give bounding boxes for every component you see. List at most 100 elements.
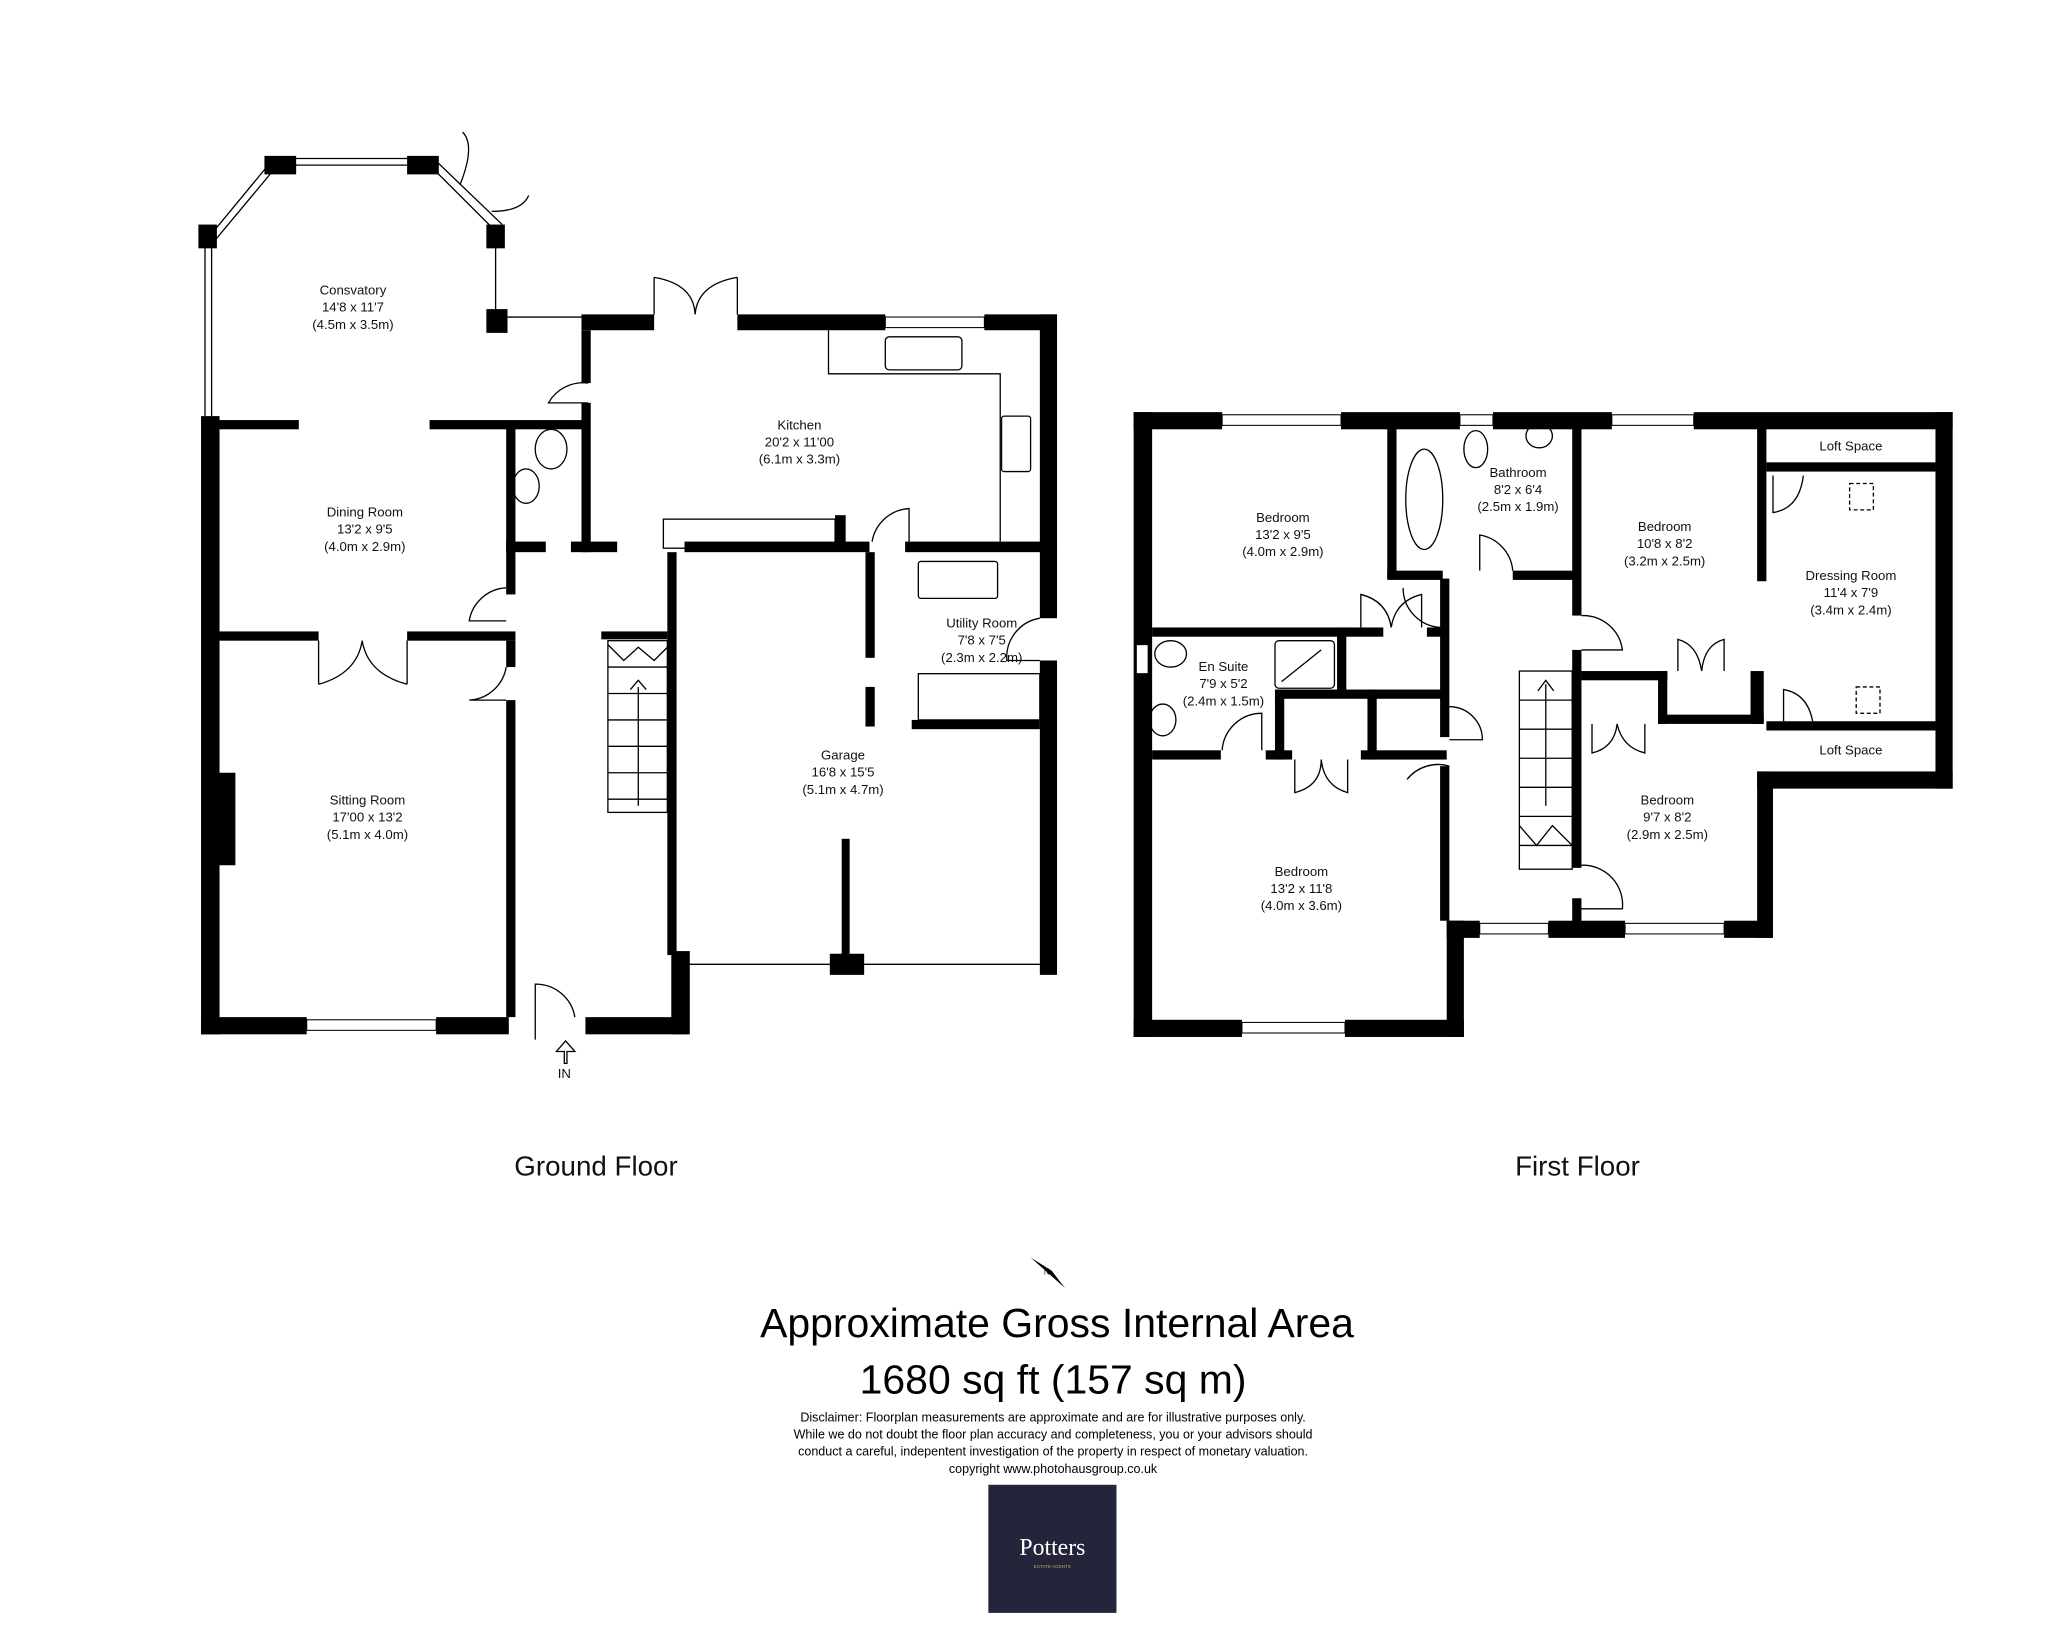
room-name: Garage	[821, 748, 865, 763]
wall	[1724, 920, 1773, 938]
door	[1406, 763, 1450, 780]
wall	[1766, 462, 1936, 472]
kitchen-counter	[827, 330, 1001, 542]
area-title: Approximate Gross Internal Area	[760, 1300, 1354, 1346]
wall	[1344, 1019, 1464, 1037]
toilet-icon	[1154, 640, 1188, 668]
room-size-metric: (2.5m x 1.9m)	[1477, 499, 1558, 514]
wall	[506, 541, 546, 553]
wall	[436, 1017, 509, 1035]
room-size-metric: (4.5m x 3.5m)	[312, 317, 393, 332]
wall	[1572, 649, 1582, 868]
room-name: En Suite	[1199, 659, 1249, 674]
room-size-imperial: 13'2 x 9'5	[1255, 527, 1311, 542]
wall	[1572, 420, 1582, 616]
wall	[601, 631, 668, 640]
door	[1782, 688, 1814, 722]
wall	[1387, 570, 1443, 580]
wall	[1440, 578, 1450, 738]
room-size-imperial: 13'2 x 9'5	[337, 522, 393, 537]
wall	[667, 552, 677, 956]
sink-icon	[917, 560, 999, 600]
door	[1402, 587, 1441, 629]
copyright: copyright www.photohausgroup.co.uk	[949, 1462, 1158, 1476]
first-floor-title: First Floor	[1515, 1151, 1640, 1182]
room-size-imperial: 11'4 x 7'9	[1824, 585, 1879, 600]
entrance-door	[534, 983, 576, 1040]
room-name: Loft Space	[1819, 438, 1882, 453]
wall	[585, 1017, 688, 1035]
room-size-metric: (2.4m x 1.5m)	[1183, 693, 1264, 708]
wall	[835, 515, 846, 549]
compass-icon: N	[1030, 1257, 1065, 1288]
wall	[1133, 412, 1153, 1037]
room-size-metric: (2.3m x 2.2m)	[941, 650, 1022, 665]
room-size-imperial: 16'8 x 15'5	[812, 765, 875, 780]
wall	[1935, 412, 1953, 789]
skylight-icon	[1855, 686, 1881, 714]
entrance-label: IN	[558, 1066, 571, 1081]
wall	[506, 422, 516, 595]
entrance-arrow-icon	[554, 1039, 577, 1065]
door	[871, 507, 910, 542]
room-name: Bedroom	[1641, 792, 1695, 807]
wall	[841, 838, 850, 958]
wall	[1152, 627, 1384, 637]
disclaimer-line: While we do not doubt the floor plan acc…	[794, 1428, 1313, 1442]
room-name: Bedroom	[1256, 510, 1310, 525]
wall	[1658, 714, 1764, 724]
wall-post	[264, 155, 297, 175]
staircase	[607, 640, 668, 814]
room-name: Bedroom	[1638, 519, 1692, 534]
wall	[1274, 689, 1447, 699]
door	[468, 587, 507, 622]
room-size-metric: (6.1m x 3.3m)	[759, 452, 840, 467]
room-size-imperial: 20'2 x 11'00	[765, 434, 834, 449]
compass-label: N	[1044, 1268, 1050, 1277]
counter	[917, 673, 1041, 721]
disclaimer-line: conduct a careful, indepentent investiga…	[798, 1445, 1308, 1459]
wall	[737, 314, 886, 331]
room-size-metric: (3.4m x 2.4m)	[1810, 602, 1891, 617]
wall	[1757, 771, 1953, 789]
wall	[407, 631, 516, 641]
wall	[506, 700, 516, 1018]
room-size-metric: (3.2m x 2.5m)	[1624, 553, 1705, 568]
double-doors	[1360, 593, 1423, 628]
room-name: Sitting Room	[330, 792, 406, 807]
room-size-imperial: 17'00 x 13'2	[332, 810, 402, 825]
room-size-metric: (4.0m x 2.9m)	[324, 539, 405, 554]
room-size-imperial: 14'8 x 11'7	[322, 300, 384, 315]
french-doors	[653, 276, 739, 315]
wall-post	[486, 309, 508, 333]
shower-icon	[1274, 640, 1336, 689]
window	[1241, 1021, 1346, 1034]
double-doors	[1591, 723, 1646, 754]
wall	[865, 552, 875, 658]
wall	[905, 541, 1058, 553]
conservatory-glazing	[210, 164, 582, 417]
double-doors	[1294, 759, 1349, 794]
wall	[1757, 420, 1767, 582]
door	[1449, 706, 1484, 741]
wall	[1367, 689, 1377, 760]
room-size-metric: (5.1m x 4.0m)	[327, 827, 408, 842]
window	[1459, 414, 1494, 426]
wall	[201, 416, 220, 1035]
room-size-imperial: 7'8 x 7'5	[958, 633, 1006, 648]
wall	[1581, 671, 1668, 681]
wall	[219, 420, 299, 430]
shower-spray	[1281, 649, 1322, 683]
chimney-breast	[211, 772, 236, 866]
wall	[1548, 920, 1626, 938]
double-doors	[317, 640, 408, 685]
toilet-icon	[1463, 429, 1489, 469]
wall	[1492, 412, 1612, 430]
room-size-metric: (4.0m x 2.9m)	[1242, 544, 1323, 559]
logo-tagline: ESTATE AGENTS	[1034, 1564, 1071, 1569]
window	[1611, 414, 1695, 426]
room-size-metric: (2.9m x 2.5m)	[1627, 827, 1708, 842]
staircase	[1518, 670, 1573, 870]
ground-floor-labels: Consvatory 14'8 x 11'7 (4.5m x 3.5m) Din…	[312, 283, 1022, 842]
room-size-imperial: 10'8 x 8'2	[1637, 536, 1693, 551]
